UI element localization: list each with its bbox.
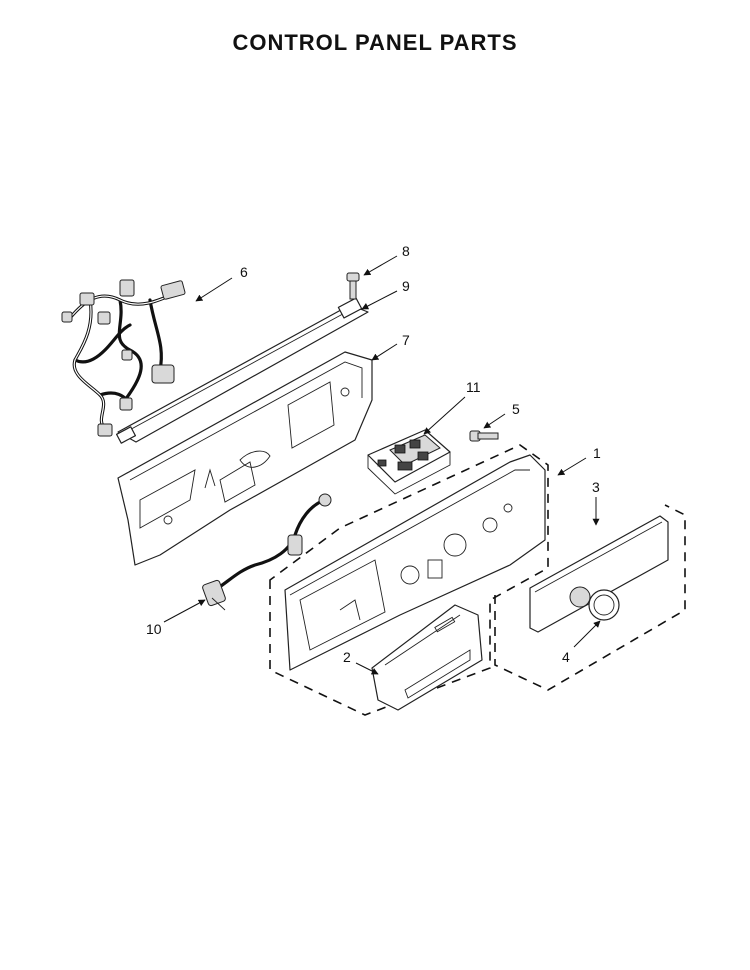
leader-line-6: [195, 277, 233, 302]
leader-lines: [163, 255, 601, 675]
callout-10: 10: [146, 621, 162, 637]
callout-4: 4: [562, 649, 570, 665]
callout-8: 8: [402, 243, 410, 259]
panel-overlay-part: [494, 504, 686, 691]
leader-line-2: [355, 662, 379, 675]
callout-labels: 6 8 9 7 11 5 1 3 4 2 10: [146, 243, 601, 665]
leader-line-4: [573, 620, 601, 648]
callout-9: 9: [402, 278, 410, 294]
selector-knob-part: [569, 586, 620, 621]
bracket-rail-part: [115, 297, 369, 444]
callout-7: 7: [402, 332, 410, 348]
leader-line-8: [363, 255, 398, 276]
callout-5: 5: [512, 401, 520, 417]
leader-line-10: [163, 599, 206, 623]
console-back-panel-part: [117, 351, 373, 566]
screw-part: [469, 430, 499, 442]
leader-line-7: [371, 343, 398, 361]
dispenser-handle-part: [371, 604, 483, 711]
sensor-wire-part: [202, 493, 332, 611]
callout-6: 6: [240, 264, 248, 280]
leader-line-11: [423, 396, 466, 435]
leader-line-5: [483, 413, 506, 429]
page-title: CONTROL PANEL PARTS: [232, 30, 518, 55]
callout-11: 11: [466, 379, 481, 395]
console-panel-part: [269, 444, 549, 716]
callout-3: 3: [592, 479, 600, 495]
wire-harness-part: [61, 279, 186, 437]
leader-line-9: [361, 290, 398, 310]
callout-1: 1: [593, 445, 601, 461]
screw-part: [346, 272, 360, 300]
control-board-part: [367, 429, 451, 495]
leader-line-1: [557, 457, 587, 476]
callout-2: 2: [343, 649, 351, 665]
